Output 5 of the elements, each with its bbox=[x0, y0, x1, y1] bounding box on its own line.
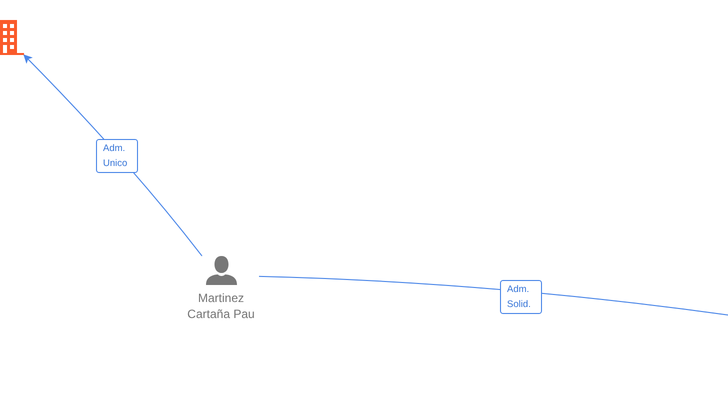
edge-label: Adm. Unico bbox=[96, 139, 138, 173]
person-name: Martinez Cartaña Pau bbox=[186, 290, 256, 322]
building-icon bbox=[0, 20, 24, 55]
edge-label: Adm. Solid. bbox=[500, 280, 542, 314]
connector-line bbox=[258, 276, 728, 316]
